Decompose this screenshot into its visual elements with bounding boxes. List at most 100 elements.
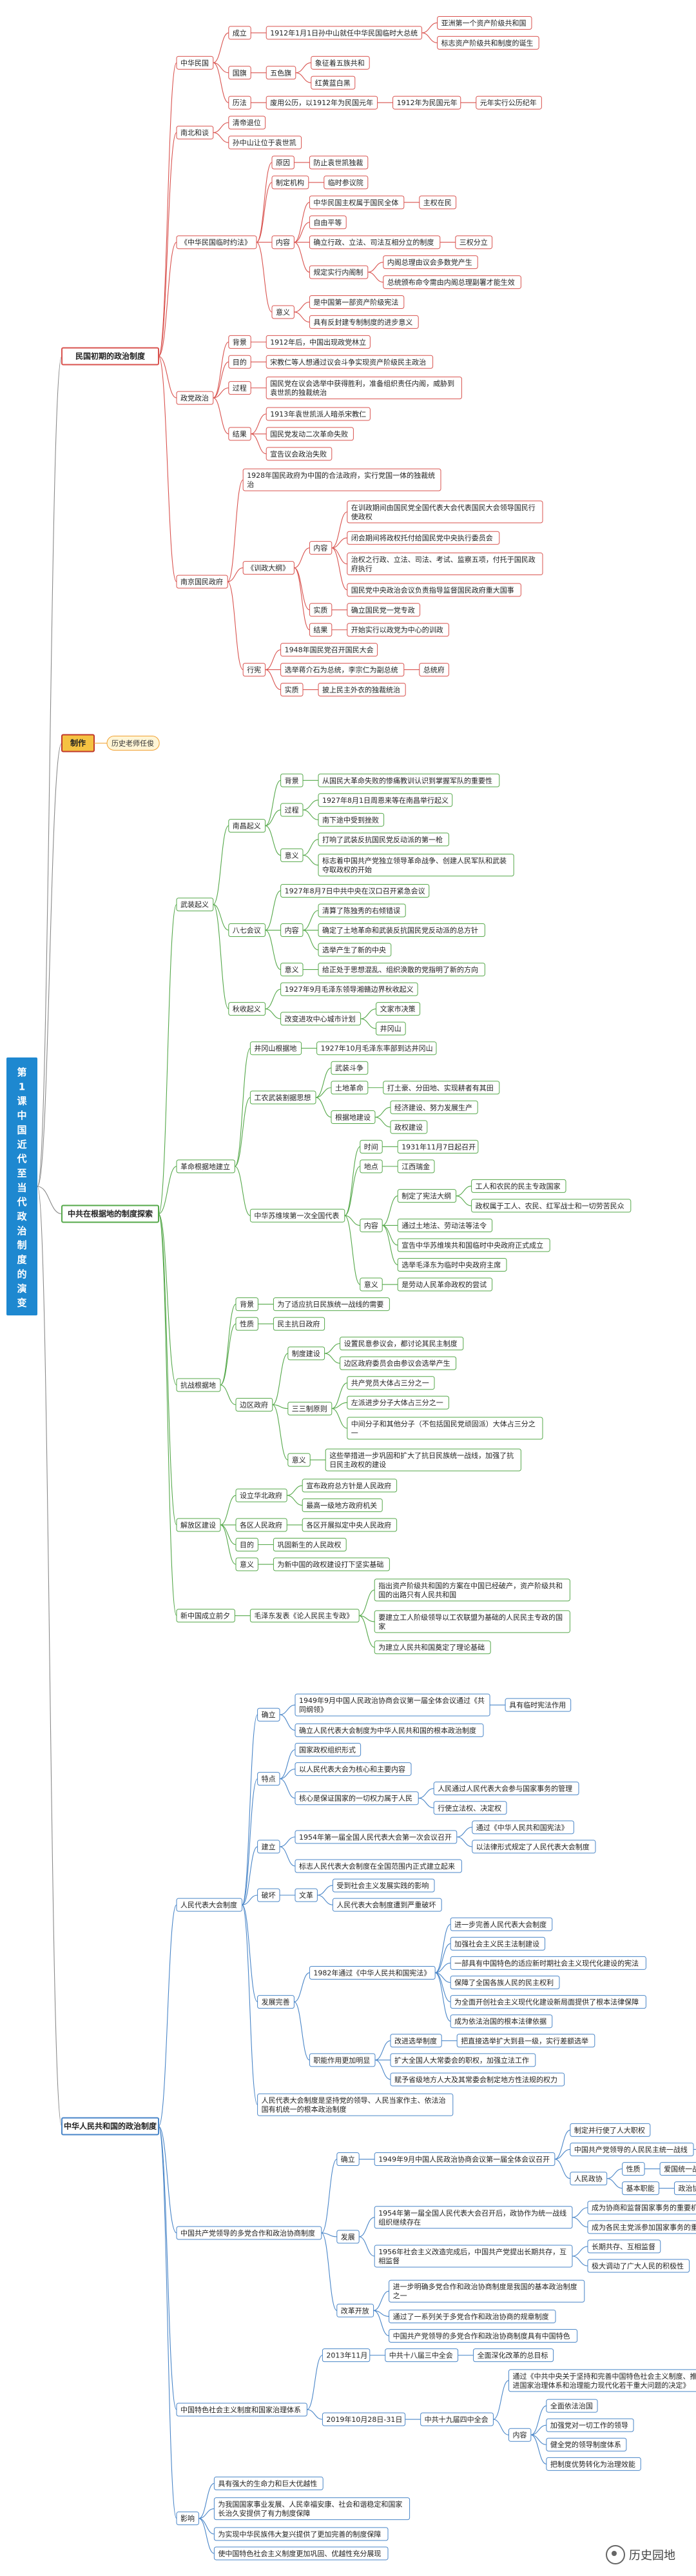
- connector: [302, 854, 319, 866]
- node-box: [508, 2369, 696, 2392]
- connector: [374, 2060, 391, 2080]
- leaf-node: 确立国民党一党专政: [347, 603, 421, 617]
- node-box: [295, 1723, 484, 1737]
- node-text: 毛泽东发表《论人民民主专政》: [254, 1611, 353, 1620]
- node-text: 赋予省级地方人大及其常委会制定地方性法规的权力: [394, 2075, 557, 2084]
- node-box: [389, 2329, 578, 2343]
- connector: [434, 1972, 451, 2022]
- root-label-char: 变: [17, 1297, 26, 1309]
- connector: [242, 1904, 258, 2105]
- node-text: 内容: [364, 1221, 378, 1230]
- leaf-node: 自由平等: [309, 215, 347, 230]
- node-text: 1927年8月7日中共中央在汉口召开紧急会议: [285, 886, 425, 895]
- connector: [158, 1213, 177, 1526]
- topic-node: 特点: [257, 1772, 280, 1786]
- node-text: 具有强大的生命力和巨大优越性: [218, 2479, 317, 2488]
- connector: [434, 1923, 451, 1974]
- connector: [302, 800, 319, 811]
- node-text: 这些举措进一步巩固和扩大了抗日民族统一战线，加强了抗: [329, 1451, 514, 1460]
- connector: [251, 413, 267, 435]
- node-text: 1954年第一届全国人民代表大会召开后，政协作为统一战线: [378, 2208, 566, 2217]
- node-box: [228, 381, 251, 395]
- leaf-node: 国家政权组织形式: [295, 1742, 362, 1756]
- node-box: [433, 1782, 579, 1796]
- connector: [220, 1323, 237, 1386]
- connector: [373, 2310, 389, 2337]
- connector: [158, 132, 177, 357]
- connector: [572, 2217, 588, 2228]
- connector: [256, 162, 273, 243]
- node-text: 文革: [299, 1891, 313, 1900]
- node-text: 使政权: [351, 512, 372, 521]
- node-text: 影响: [180, 2515, 195, 2523]
- connector: [331, 1408, 347, 1429]
- node-text: 内阁总理由议会多数党产生: [387, 258, 472, 267]
- node-text: 确立国民党一党专政: [351, 605, 415, 615]
- node-text: 从国民大革命失败的惨痛教训认识到掌握军队的重要性: [322, 776, 492, 785]
- node-box: [376, 1021, 406, 1036]
- leaf-node: 三权分立: [455, 235, 493, 250]
- node-text: 内容: [285, 926, 299, 935]
- node-text: 中华苏维埃第一次全国代表: [254, 1211, 339, 1220]
- node-text: 长期共存、互相监督: [592, 2242, 655, 2251]
- node-box: [295, 1859, 462, 1873]
- connector: [317, 1885, 333, 1896]
- connector: [294, 301, 310, 313]
- leaf-node: 中间分子和其他分子（不包括国民党顽固派）大体占三分之一: [347, 1417, 543, 1440]
- topic-node: 意义: [235, 1557, 258, 1571]
- root-label-char: 1: [19, 1081, 25, 1092]
- connector: [242, 1714, 258, 1905]
- leaf-node: 披上民主外衣的独裁统治: [318, 683, 406, 697]
- node-box: [228, 66, 251, 80]
- node-text: 人民代表大会制度是坚持党的领导、人民当家作主、依法治: [262, 2096, 446, 2105]
- node-text: 中国共产党领导的多党合作和政治协商制度: [180, 2228, 315, 2237]
- node-text: 相监督: [378, 2256, 400, 2265]
- branch-node: 中国共产党领导的多党合作和政治协商制度: [176, 2226, 322, 2240]
- node-box: [311, 55, 370, 70]
- node-text: 1927年9月毛泽东领导湘赣边界秋收起义: [285, 985, 414, 994]
- node-text: 意义: [240, 1560, 254, 1569]
- node-text: 性质: [240, 1319, 254, 1328]
- connector: [265, 988, 281, 1010]
- leaf-node: 主权在民: [419, 195, 457, 210]
- topic-node: 改变进攻中心城市计划: [280, 1012, 362, 1026]
- node-box: [287, 1453, 311, 1467]
- topic-node: 发展完善: [257, 1995, 295, 2009]
- connector: [287, 1485, 303, 1496]
- leaf-node: 扩大全国人大常委会的职权，加强立法工作: [390, 2053, 536, 2067]
- node-box: [266, 447, 333, 461]
- connector: [382, 1195, 398, 1226]
- leaf-node: 行使立法权、决定权: [433, 1801, 507, 1815]
- node-box: [374, 1578, 570, 1602]
- node-box: [213, 2497, 411, 2521]
- node-box: [316, 1041, 437, 1056]
- node-text: 国民党发动二次革命失败: [270, 429, 348, 438]
- node-text: 宣告中华苏维埃共和国临时中央政府正式成立: [401, 1241, 543, 1250]
- connector: [344, 1146, 361, 1216]
- node-box: [266, 377, 462, 400]
- topic-node: 确立: [336, 2152, 360, 2167]
- node-box: [397, 1238, 550, 1252]
- node-box: [340, 1337, 464, 1351]
- connector: [158, 1166, 177, 1215]
- node-box: [273, 1557, 390, 1571]
- node-text: 各区人民政府: [240, 1520, 282, 1529]
- node-text: 中间分子和其他分子（不包括国民党顽固派）大体占三分之: [351, 1419, 536, 1428]
- section-label: 制作: [70, 738, 86, 748]
- topic-node: 时间: [360, 1139, 383, 1154]
- branch-node: 政党政治: [176, 391, 214, 405]
- branch-node: 解放区建设: [176, 1518, 221, 1532]
- node-box: [383, 1081, 500, 1095]
- node-text: 通过土地法、劳动法等法令: [401, 1221, 487, 1230]
- topic-node: 性质: [235, 1317, 258, 1331]
- node-text: 行使立法权、决定权: [438, 1804, 501, 1813]
- node-box: [450, 1995, 646, 2009]
- node-text: 全面依法治国: [550, 2401, 593, 2410]
- connector: [307, 2409, 323, 2420]
- node-text: 南京国民政府: [180, 577, 223, 586]
- connector: [265, 649, 281, 671]
- connector: [382, 1224, 398, 1246]
